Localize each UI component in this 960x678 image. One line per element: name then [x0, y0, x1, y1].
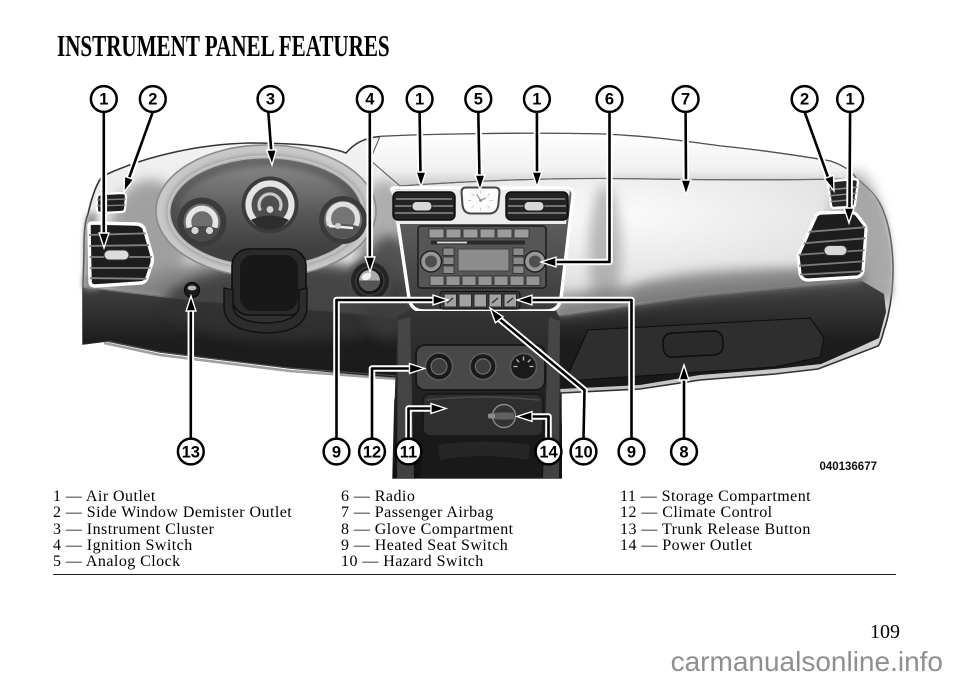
svg-text:3: 3	[266, 91, 275, 109]
svg-text:12: 12	[363, 444, 381, 462]
svg-text:5: 5	[474, 91, 483, 109]
svg-text:1: 1	[846, 91, 855, 109]
svg-text:10: 10	[574, 444, 592, 462]
svg-text:2: 2	[800, 91, 809, 109]
svg-text:1: 1	[99, 91, 108, 109]
svg-text:9: 9	[627, 444, 636, 462]
svg-text:1: 1	[415, 91, 424, 109]
svg-text:1: 1	[532, 91, 541, 109]
svg-text:8: 8	[679, 444, 688, 462]
svg-text:9: 9	[332, 444, 341, 462]
svg-text:11: 11	[400, 444, 417, 462]
svg-text:4: 4	[365, 91, 375, 109]
svg-text:7: 7	[681, 91, 690, 109]
svg-text:14: 14	[539, 444, 558, 462]
svg-text:040136677: 040136677	[819, 461, 877, 473]
svg-text:13: 13	[182, 444, 200, 462]
svg-text:6: 6	[605, 91, 614, 109]
svg-text:2: 2	[148, 91, 157, 109]
